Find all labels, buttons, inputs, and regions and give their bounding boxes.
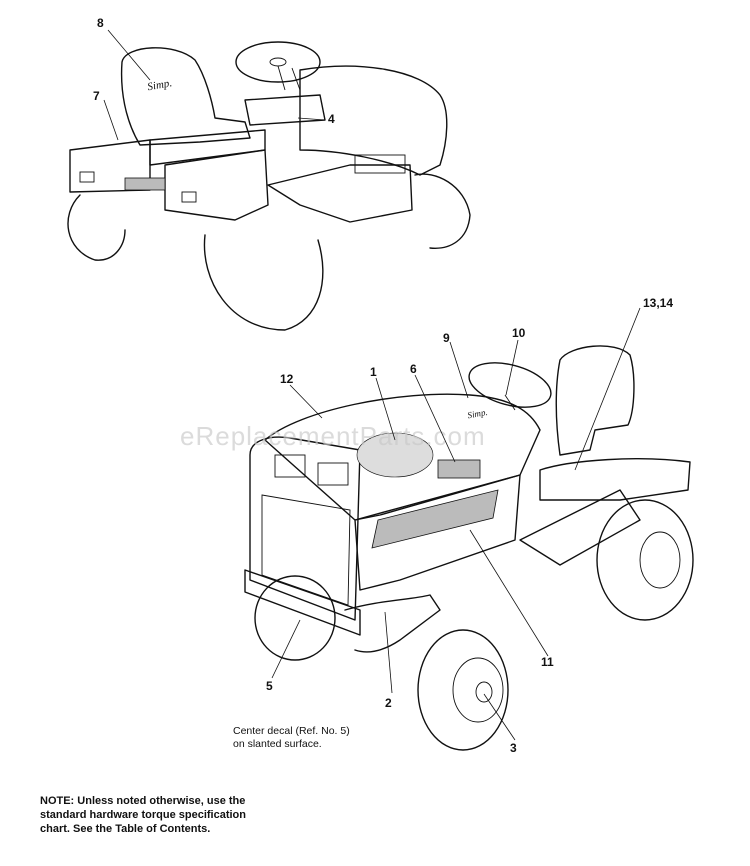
- callout-labels: 8 7 4 13,14 10 9 12 1 6 11 5 2 3: [93, 16, 673, 755]
- callout-1: 1: [370, 365, 377, 379]
- footer-note-line1: NOTE: Unless noted otherwise, use the: [40, 795, 246, 807]
- callout-11: 11: [541, 655, 554, 669]
- center-decal-note-line2: on slanted surface.: [233, 738, 322, 750]
- footer-note-line3: chart. See the Table of Contents.: [40, 823, 211, 835]
- center-decal-note-line1: Center decal (Ref. No. 5): [233, 725, 350, 737]
- front-view-tractor: Simp.: [244, 345, 694, 751]
- watermark: eReplacementParts.com: [180, 421, 486, 451]
- callout-8: 8: [97, 16, 104, 30]
- callout-6: 6: [410, 362, 417, 376]
- callout-13-14: 13,14: [643, 296, 673, 310]
- leader-lines: [103, 29, 641, 741]
- side-stripe-decal: [371, 489, 499, 549]
- callout-7: 7: [93, 89, 100, 103]
- footer-note-line2: standard hardware torque specification: [40, 809, 246, 821]
- callout-2: 2: [385, 696, 392, 710]
- callout-12: 12: [280, 372, 294, 386]
- svg-text:Simp.: Simp.: [467, 407, 489, 420]
- callout-9: 9: [443, 331, 450, 345]
- callout-10: 10: [512, 326, 526, 340]
- seat-decal-logo: Simp.: [146, 77, 172, 93]
- callout-4: 4: [328, 112, 335, 126]
- reflector-decal: [124, 177, 166, 191]
- callout-5: 5: [266, 679, 273, 693]
- callout-3: 3: [510, 741, 517, 755]
- rear-view-tractor: Simp.: [67, 41, 471, 331]
- footer-note: NOTE: Unless noted otherwise, use the st…: [40, 794, 340, 836]
